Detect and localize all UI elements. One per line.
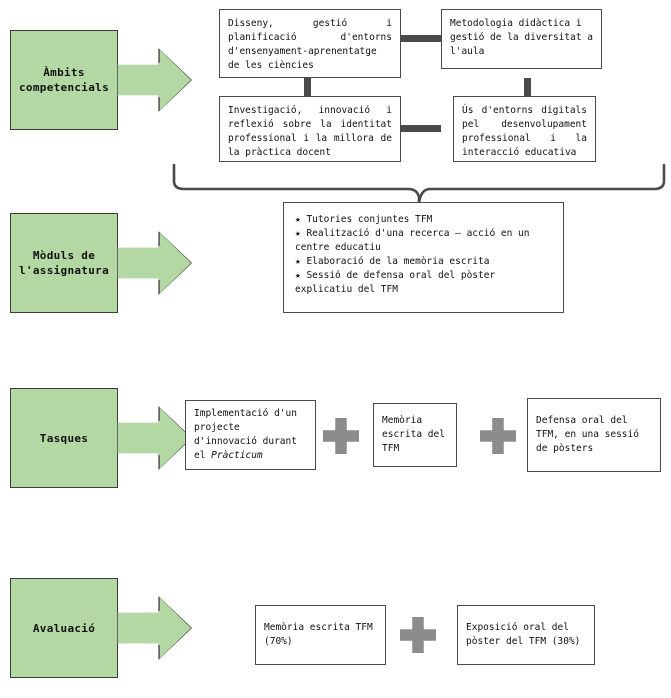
box-modules-list: ★ Tutories conjuntes TFM ★ Realització d… [283, 202, 564, 313]
label-competencies: Àmbits competencials [10, 30, 118, 130]
label-group-assessment: Avaluació [10, 578, 192, 678]
box-assessment-exposicio: Exposició oral del pòster del TFM (30%) [457, 605, 595, 665]
label-assessment: Avaluació [10, 578, 118, 678]
list-item-3: ★ Sessió de defensa oral del pòster expl… [295, 270, 501, 295]
connector-left-vertical [304, 78, 311, 97]
box-investigacio: Investigació, innovació i reflexió sobre… [219, 96, 401, 162]
arrow-competencies [117, 48, 192, 112]
arrow-tasks [117, 406, 192, 470]
box-assessment-memoria: Memòria escrita TFM (70%) [255, 605, 386, 665]
connector-bottom-horizontal [401, 125, 441, 132]
label-group-tasks: Tasques [10, 388, 192, 488]
task-text-italic: Pràcticum [211, 450, 263, 461]
arrow-assessment [117, 596, 192, 660]
box-task-defensa: Defensa oral del TFM, en una sessió de p… [527, 398, 661, 472]
label-tasks: Tasques [10, 388, 118, 488]
label-group-modules: Mòduls de l'assignatura [10, 213, 192, 313]
task-text-prefix: Implementació d'un projecte d'innovació … [194, 408, 297, 461]
connector-right-vertical [524, 78, 531, 97]
arrow-modules [117, 231, 192, 295]
plus-icon-tasks-2 [480, 418, 516, 454]
grouping-brace [168, 163, 670, 205]
connector-top-horizontal [401, 35, 441, 42]
plus-icon-tasks-1 [323, 418, 359, 454]
list-item-1: ★ Realització d'una recerca – acció en u… [295, 228, 536, 253]
box-task-memoria: Memòria escrita del TFM [373, 403, 457, 467]
list-item-2: ★ Elaboració de la memòria escrita [295, 256, 490, 267]
task-text-implementacio: Implementació d'un projecte d'innovació … [194, 407, 307, 463]
box-entorns-digitals: Ús d'entorns digitals pel desenvolupamen… [453, 96, 596, 162]
list-item-0: ★ Tutories conjuntes TFM [295, 214, 433, 225]
label-group-competencies: Àmbits competencials [10, 30, 192, 130]
label-modules: Mòduls de l'assignatura [10, 213, 118, 313]
box-metodologia: Metodologia didàctica i gestió de la div… [441, 9, 602, 69]
box-task-implementacio: Implementació d'un projecte d'innovació … [185, 400, 316, 470]
box-disseny: Disseny, gestió i planificació d'entorns… [219, 9, 401, 78]
plus-icon-assessment-1 [400, 617, 436, 653]
